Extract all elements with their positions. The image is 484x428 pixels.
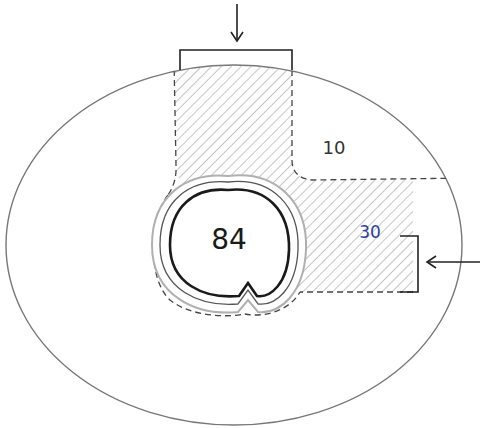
inner-shape-halo [152, 175, 306, 312]
callout-number: 30 [359, 224, 381, 241]
arrow-head [427, 256, 436, 268]
dashed-boundary [168, 60, 176, 195]
inner-shape-outline [160, 181, 298, 304]
dashed-boundary [300, 291, 413, 292]
callout-number: 84 [211, 226, 247, 254]
bracket [400, 236, 418, 292]
arrow-line [428, 261, 480, 263]
top-bracket [180, 4, 292, 70]
dashed-boundary [153, 60, 470, 316]
arrow-head [231, 32, 243, 41]
inner-shape [152, 175, 306, 312]
arrow-line [236, 4, 238, 40]
dashed-boundary [292, 60, 470, 180]
bracket [180, 50, 292, 70]
inner-shape-outline [170, 190, 289, 297]
callout-number: 10 [323, 139, 346, 157]
right-bracket [400, 236, 480, 292]
